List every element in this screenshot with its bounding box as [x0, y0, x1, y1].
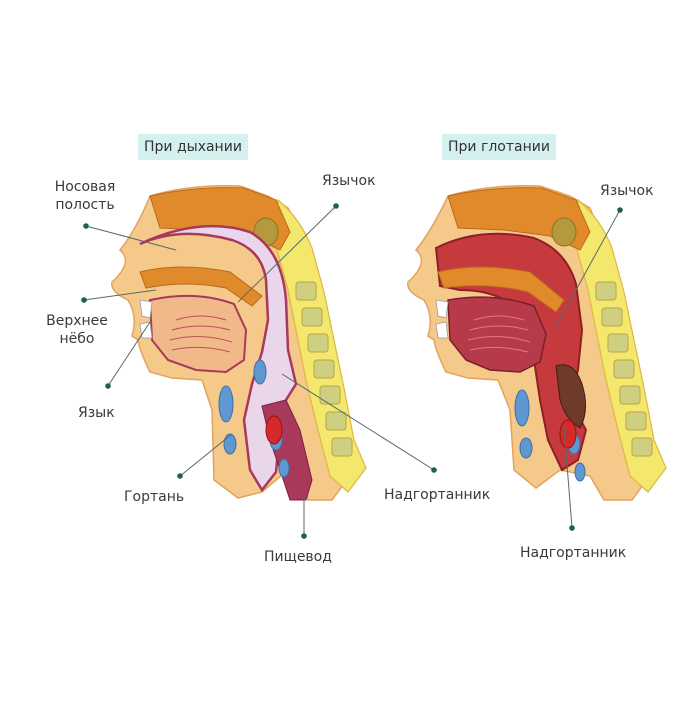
- leader-dots: [81, 203, 623, 539]
- breathing-hard-palate: [139, 266, 263, 307]
- label-uvula-swallowing: Язычок: [600, 183, 654, 199]
- label-larynx: Гортань: [124, 489, 185, 505]
- label-upper-palate: Верхнее нёбо: [46, 313, 108, 347]
- swallowing-tongue: [447, 296, 547, 373]
- swallowing-food-bolus: [555, 364, 586, 429]
- breathing-head: [111, 184, 367, 501]
- label-tongue: Язык: [78, 405, 115, 421]
- breathing-tongue: [148, 294, 248, 374]
- label-esophagus: Пищевод: [264, 549, 332, 565]
- swallowing-head: [407, 184, 667, 501]
- swallowing-title: При глотании: [442, 134, 556, 160]
- leader-lines: [83, 205, 621, 536]
- breathing-title: При дыхании: [138, 134, 248, 160]
- label-epiglottis-swallowing: Надгортанник: [520, 545, 627, 561]
- swallowing-hard-palate: [437, 266, 565, 313]
- label-uvula-breathing: Язычок: [322, 173, 376, 189]
- label-epiglottis-breathing: Надгортанник: [384, 487, 491, 503]
- label-nasal-cavity: Носовая полость: [54, 179, 116, 213]
